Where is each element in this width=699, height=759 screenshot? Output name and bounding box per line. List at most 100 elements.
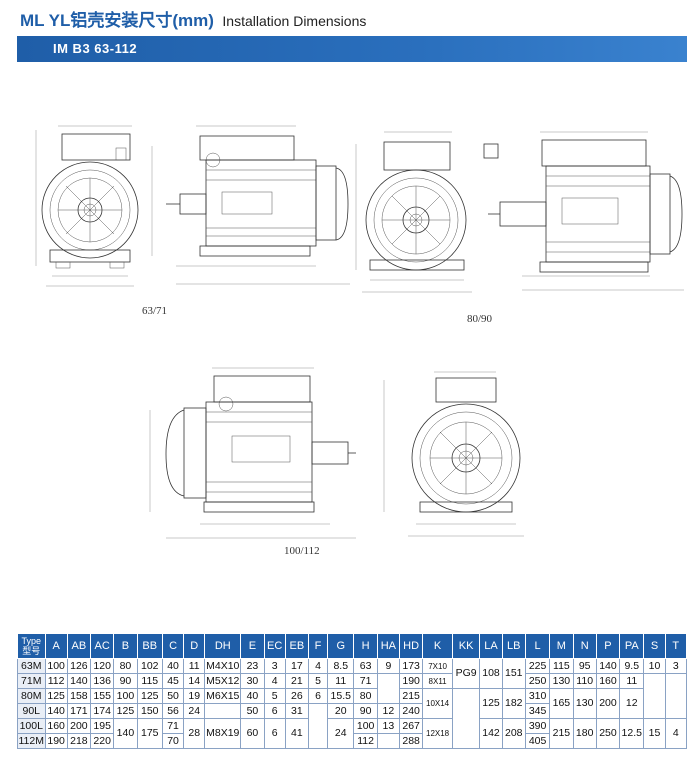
cell-p: 200 <box>595 688 621 719</box>
cell-ha: 12 <box>376 703 400 719</box>
cell-kk: PG9 <box>451 658 481 689</box>
cell-g: 20 <box>327 703 355 719</box>
cell-ac: 195 <box>90 718 115 734</box>
cell-ec: 6 <box>263 718 286 749</box>
cell-ec: 6 <box>263 703 286 719</box>
cell-t: 3 <box>664 658 688 674</box>
cell-e: 30 <box>240 673 265 689</box>
cell-g: 15.5 <box>327 688 355 704</box>
cell-hd: 173 <box>398 658 424 674</box>
header-n: N <box>572 633 597 659</box>
cell-k: 8X11 <box>422 673 453 689</box>
cell-b: 140 <box>113 718 138 749</box>
cell-type: 100L <box>17 718 46 734</box>
cell-l: 250 <box>524 673 551 689</box>
cell-h: 90 <box>353 703 378 719</box>
section-banner: IM B3 63-112 <box>17 36 687 62</box>
cell-l: 390 <box>524 718 551 734</box>
cell-hd: 190 <box>398 673 424 689</box>
cell-ab: 126 <box>66 658 92 674</box>
cell-dh: M5X12 <box>204 673 242 689</box>
cell-h: 100 <box>353 718 378 734</box>
cell-lb: 151 <box>501 658 526 689</box>
cell-kk <box>451 688 481 749</box>
header-h: H <box>353 633 378 659</box>
cell-c: 50 <box>161 688 185 704</box>
cell-hd: 267 <box>398 718 424 734</box>
cell-f: 6 <box>307 688 329 704</box>
cell-k: 12X18 <box>422 718 453 749</box>
header-dh: DH <box>204 633 242 659</box>
cell-ab: 158 <box>66 688 92 704</box>
header-ha: HA <box>376 633 400 659</box>
header-m: M <box>549 633 574 659</box>
cell-hd: 215 <box>398 688 424 704</box>
cell-t: 4 <box>664 718 688 749</box>
cell-e: 40 <box>240 688 265 704</box>
banner-label: IM B3 63-112 <box>53 41 138 56</box>
header-f: F <box>307 633 329 659</box>
page-title: ML YL铝壳安装尺寸(mm) Installation Dimensions <box>20 6 366 30</box>
cell-f <box>307 703 329 749</box>
cell-b: 100 <box>113 688 138 704</box>
header-ac: AC <box>90 633 115 659</box>
cell-g: 11 <box>327 673 355 689</box>
cell-pa: 9.5 <box>619 658 645 674</box>
cell-ab: 140 <box>66 673 92 689</box>
drawing-63-71-side <box>151 125 350 285</box>
caption-100-112: 100/112 <box>284 545 320 557</box>
cell-ab: 218 <box>66 733 92 749</box>
header-g: G <box>327 633 355 659</box>
cell-n: 110 <box>572 673 597 689</box>
cell-c: 70 <box>161 733 185 749</box>
cell-bb: 115 <box>136 673 163 689</box>
cell-t <box>664 673 688 719</box>
cell-la: 108 <box>479 658 503 689</box>
cell-f: 5 <box>307 673 329 689</box>
header-bb: BB <box>136 633 163 659</box>
cell-e: 60 <box>240 718 265 749</box>
cell-eb: 21 <box>284 673 309 689</box>
cell-k: 7X10 <box>422 658 453 674</box>
cell-d: 24 <box>183 703 206 719</box>
cell-eb: 41 <box>284 718 309 749</box>
cell-s: 15 <box>643 718 666 749</box>
cell-lb: 182 <box>501 688 526 719</box>
cell-l: 225 <box>524 658 551 674</box>
cell-a: 125 <box>44 688 68 704</box>
drawing-100-112-side <box>149 367 356 539</box>
header-kk: KK <box>451 633 481 659</box>
header-lb: LB <box>501 633 526 659</box>
drawing-80-90-side <box>483 131 684 291</box>
cell-ac: 136 <box>90 673 115 689</box>
cell-m: 115 <box>549 658 574 674</box>
cell-h: 63 <box>353 658 378 674</box>
cell-l: 405 <box>524 733 551 749</box>
cell-d: 11 <box>183 658 206 674</box>
cell-g: 24 <box>327 718 355 749</box>
cell-m: 130 <box>549 673 574 689</box>
drawing-100-112-front <box>383 371 524 537</box>
cell-a: 112 <box>44 673 68 689</box>
cell-k: 10X14 <box>422 688 453 719</box>
cell-p: 140 <box>595 658 621 674</box>
cell-bb: 102 <box>136 658 163 674</box>
cell-ec: 3 <box>263 658 286 674</box>
cell-lb: 208 <box>501 718 526 749</box>
header-ab: AB <box>66 633 92 659</box>
cell-a: 160 <box>44 718 68 734</box>
cell-d: 19 <box>183 688 206 704</box>
cell-s: 10 <box>643 658 666 674</box>
cell-m: 215 <box>549 718 574 749</box>
cell-s <box>643 673 666 719</box>
cell-ha <box>376 733 400 749</box>
cell-ac: 174 <box>90 703 115 719</box>
